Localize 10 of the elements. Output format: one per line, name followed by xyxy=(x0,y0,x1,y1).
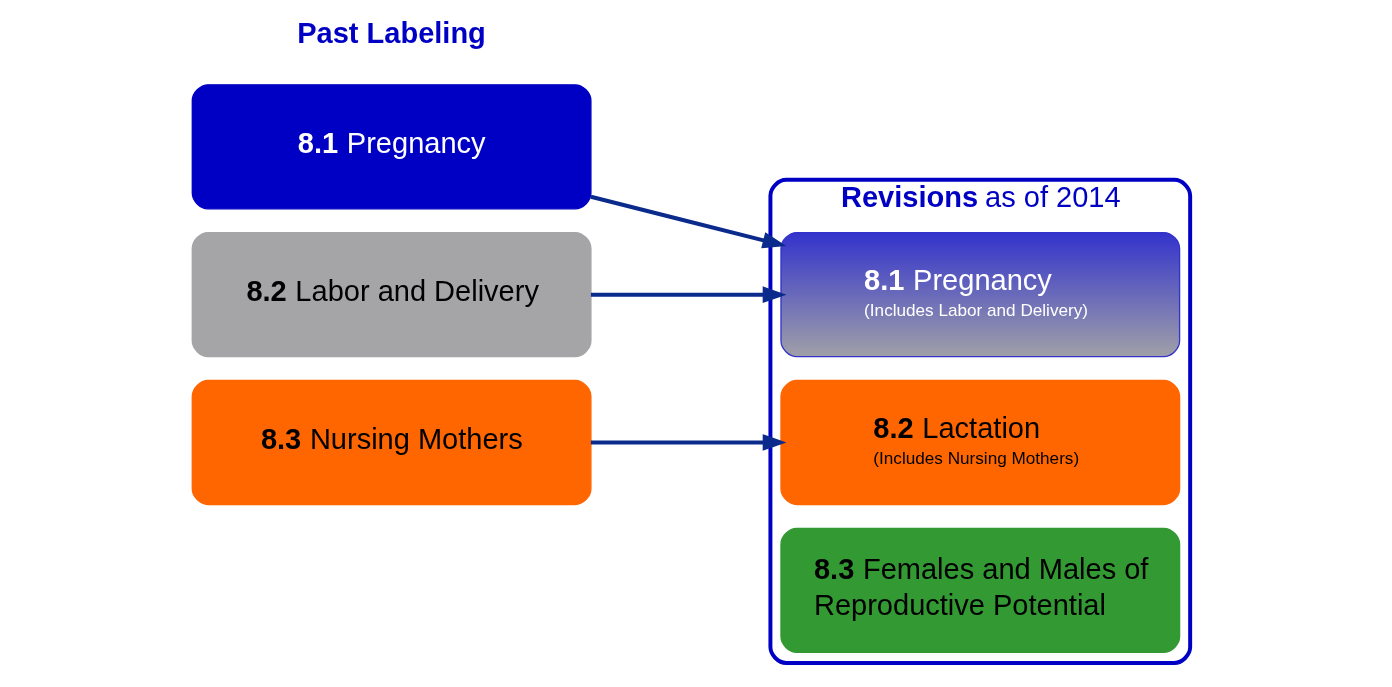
node-box: 8.2 Labor and Delivery xyxy=(191,231,592,358)
node-box: 8.2 Lactation (Includes Nursing Mothers) xyxy=(779,379,1180,506)
arrow xyxy=(590,434,786,451)
label: Past Labeling xyxy=(296,17,486,50)
node-box: 8.1 Pregnancy (Includes Labor and Delivery) xyxy=(779,231,1180,358)
node-box: 8.1 Pregnancy xyxy=(191,84,592,210)
node-box: 8.3 Females and Males of Reproductive Potential xyxy=(779,527,1180,654)
arrow xyxy=(589,194,786,249)
node-box: 8.3 Nursing Mothers xyxy=(191,379,592,506)
arrow xyxy=(590,286,786,303)
